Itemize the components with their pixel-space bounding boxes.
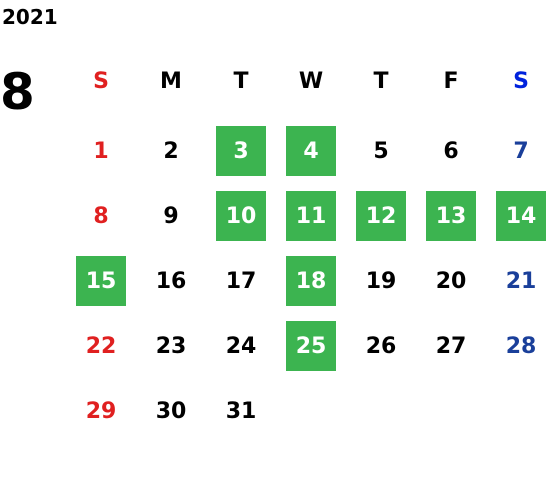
day-cell-highlighted[interactable]: 13 <box>426 191 476 241</box>
day-cell[interactable]: 2 <box>163 138 179 164</box>
weekday-header-sun: S <box>93 68 109 94</box>
day-cell[interactable]: 22 <box>85 333 117 359</box>
day-cell[interactable]: 24 <box>225 333 257 359</box>
day-cell[interactable]: 7 <box>513 138 529 164</box>
day-cell[interactable]: 16 <box>155 268 187 294</box>
weekday-header-mon: M <box>160 68 182 94</box>
day-cell-highlighted[interactable]: 25 <box>286 321 336 371</box>
day-cell-highlighted[interactable]: 10 <box>216 191 266 241</box>
day-cell-highlighted[interactable]: 15 <box>76 256 126 306</box>
day-cell[interactable]: 8 <box>93 203 109 229</box>
day-cell-highlighted[interactable]: 3 <box>216 126 266 176</box>
weekday-header-thu: T <box>373 68 389 94</box>
day-cell-highlighted[interactable]: 4 <box>286 126 336 176</box>
day-cell[interactable]: 1 <box>93 138 109 164</box>
day-cell[interactable]: 21 <box>505 268 537 294</box>
day-cell[interactable]: 9 <box>163 203 179 229</box>
day-cell-highlighted[interactable]: 18 <box>286 256 336 306</box>
day-cell[interactable]: 6 <box>443 138 459 164</box>
weekday-header-wed: W <box>298 68 324 94</box>
day-cell[interactable]: 17 <box>225 268 257 294</box>
weekday-header-fri: F <box>443 68 459 94</box>
weekday-header-sat: S <box>513 68 529 94</box>
day-cell[interactable]: 31 <box>225 398 257 424</box>
weekday-header-tue: T <box>233 68 249 94</box>
day-cell-highlighted[interactable]: 12 <box>356 191 406 241</box>
day-cell[interactable]: 19 <box>365 268 397 294</box>
day-cell[interactable]: 30 <box>155 398 187 424</box>
day-cell[interactable]: 5 <box>373 138 389 164</box>
day-cell[interactable]: 26 <box>365 333 397 359</box>
day-cell-highlighted[interactable]: 11 <box>286 191 336 241</box>
day-cell[interactable]: 27 <box>435 333 467 359</box>
day-cell[interactable]: 29 <box>85 398 117 424</box>
day-cell[interactable]: 23 <box>155 333 187 359</box>
day-cell-highlighted[interactable]: 14 <box>496 191 546 241</box>
day-cell[interactable]: 28 <box>505 333 537 359</box>
year-label: 2021 <box>2 5 58 29</box>
month-number: 8 <box>0 63 35 121</box>
day-cell[interactable]: 20 <box>435 268 467 294</box>
